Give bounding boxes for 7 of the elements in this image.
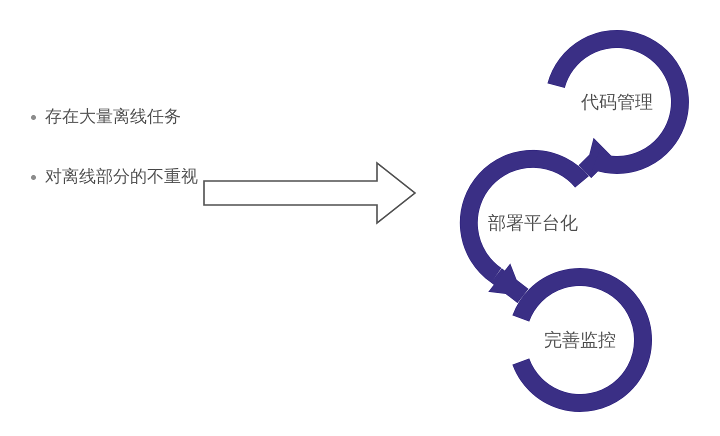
node-label: 完善监控 bbox=[543, 329, 617, 352]
node-label: 部署平台化 bbox=[487, 212, 579, 235]
bullet-text: 对离线部分的不重视 bbox=[45, 166, 198, 188]
node-label: 代码管理 bbox=[580, 91, 654, 114]
block-arrow bbox=[203, 161, 416, 225]
arrow bbox=[488, 263, 528, 304]
bullet-text: 存在大量离线任务 bbox=[45, 106, 181, 128]
